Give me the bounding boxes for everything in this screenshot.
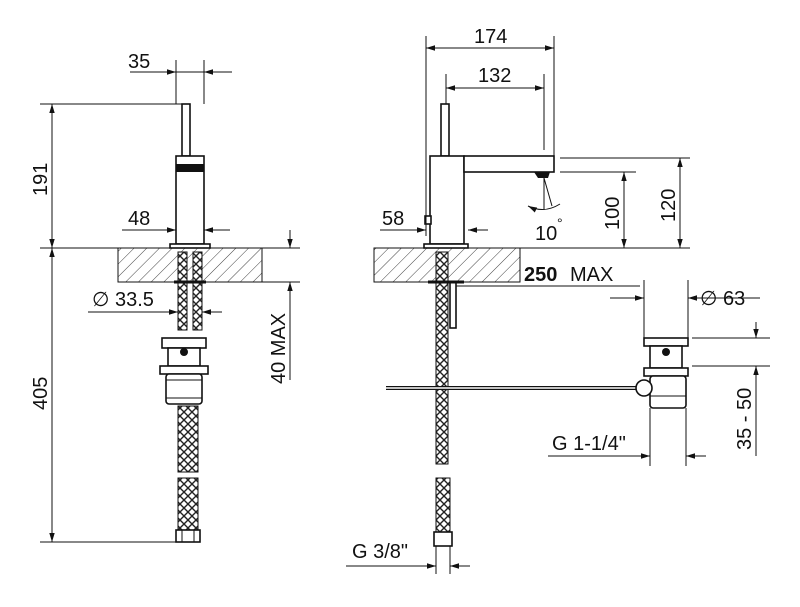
dim-spout-height: 100 — [602, 197, 624, 230]
right-faucet-base — [423, 243, 469, 249]
dim-hole-diameter: ∅ 33.5 — [92, 289, 154, 311]
dim-tilt-unit: ° — [557, 215, 563, 231]
dim-right-body-width: 58 — [382, 208, 404, 230]
left-hose-lower — [177, 405, 199, 473]
dim-length-below-deck: 405 — [30, 377, 52, 410]
dim-rod-length-number: 250 — [524, 264, 557, 286]
right-hose-nut — [433, 531, 453, 547]
dim-overall-height: 120 — [658, 189, 680, 222]
dim-drain-diameter: ∅ 63 — [700, 288, 745, 310]
left-hose-b — [192, 251, 203, 331]
right-hose-main — [435, 251, 449, 465]
right-hose-lower — [435, 477, 451, 533]
right-lever-handle — [440, 103, 450, 157]
dim-drain-thread: G 1-1/4" — [552, 433, 626, 455]
right-popup-waste — [635, 337, 689, 409]
left-hose-a — [177, 251, 188, 331]
dim-handle-width: 35 — [128, 51, 150, 73]
dim-deck-thickness: 40 MAX — [268, 313, 290, 384]
dim-total-depth: 174 — [474, 26, 507, 48]
left-countertop-section — [117, 247, 263, 283]
dim-tilt-angle: 10 — [535, 223, 557, 245]
left-view: 35 191 48 405 ∅ 33.5 40 MAX — [30, 51, 300, 543]
right-spout — [463, 155, 555, 173]
dim-height-above-deck: 191 — [30, 163, 52, 196]
right-rod-sleeve — [449, 281, 457, 329]
dim-drain-range: 35 - 50 — [734, 388, 756, 450]
dim-body-width: 48 — [128, 208, 150, 230]
dim-rod-length-suffix: MAX — [570, 264, 613, 286]
dim-hose-thread: G 3/8" — [352, 541, 408, 563]
left-lever-handle — [181, 103, 191, 157]
right-faucet-body — [429, 155, 465, 245]
dim-spout-reach: 132 — [478, 65, 511, 87]
left-faucet-base — [169, 243, 211, 249]
left-hose-nut — [175, 529, 201, 543]
left-hose-end — [177, 477, 199, 531]
left-popup-waste — [159, 337, 209, 405]
right-view: 10 ° 174 132 — [346, 26, 770, 574]
